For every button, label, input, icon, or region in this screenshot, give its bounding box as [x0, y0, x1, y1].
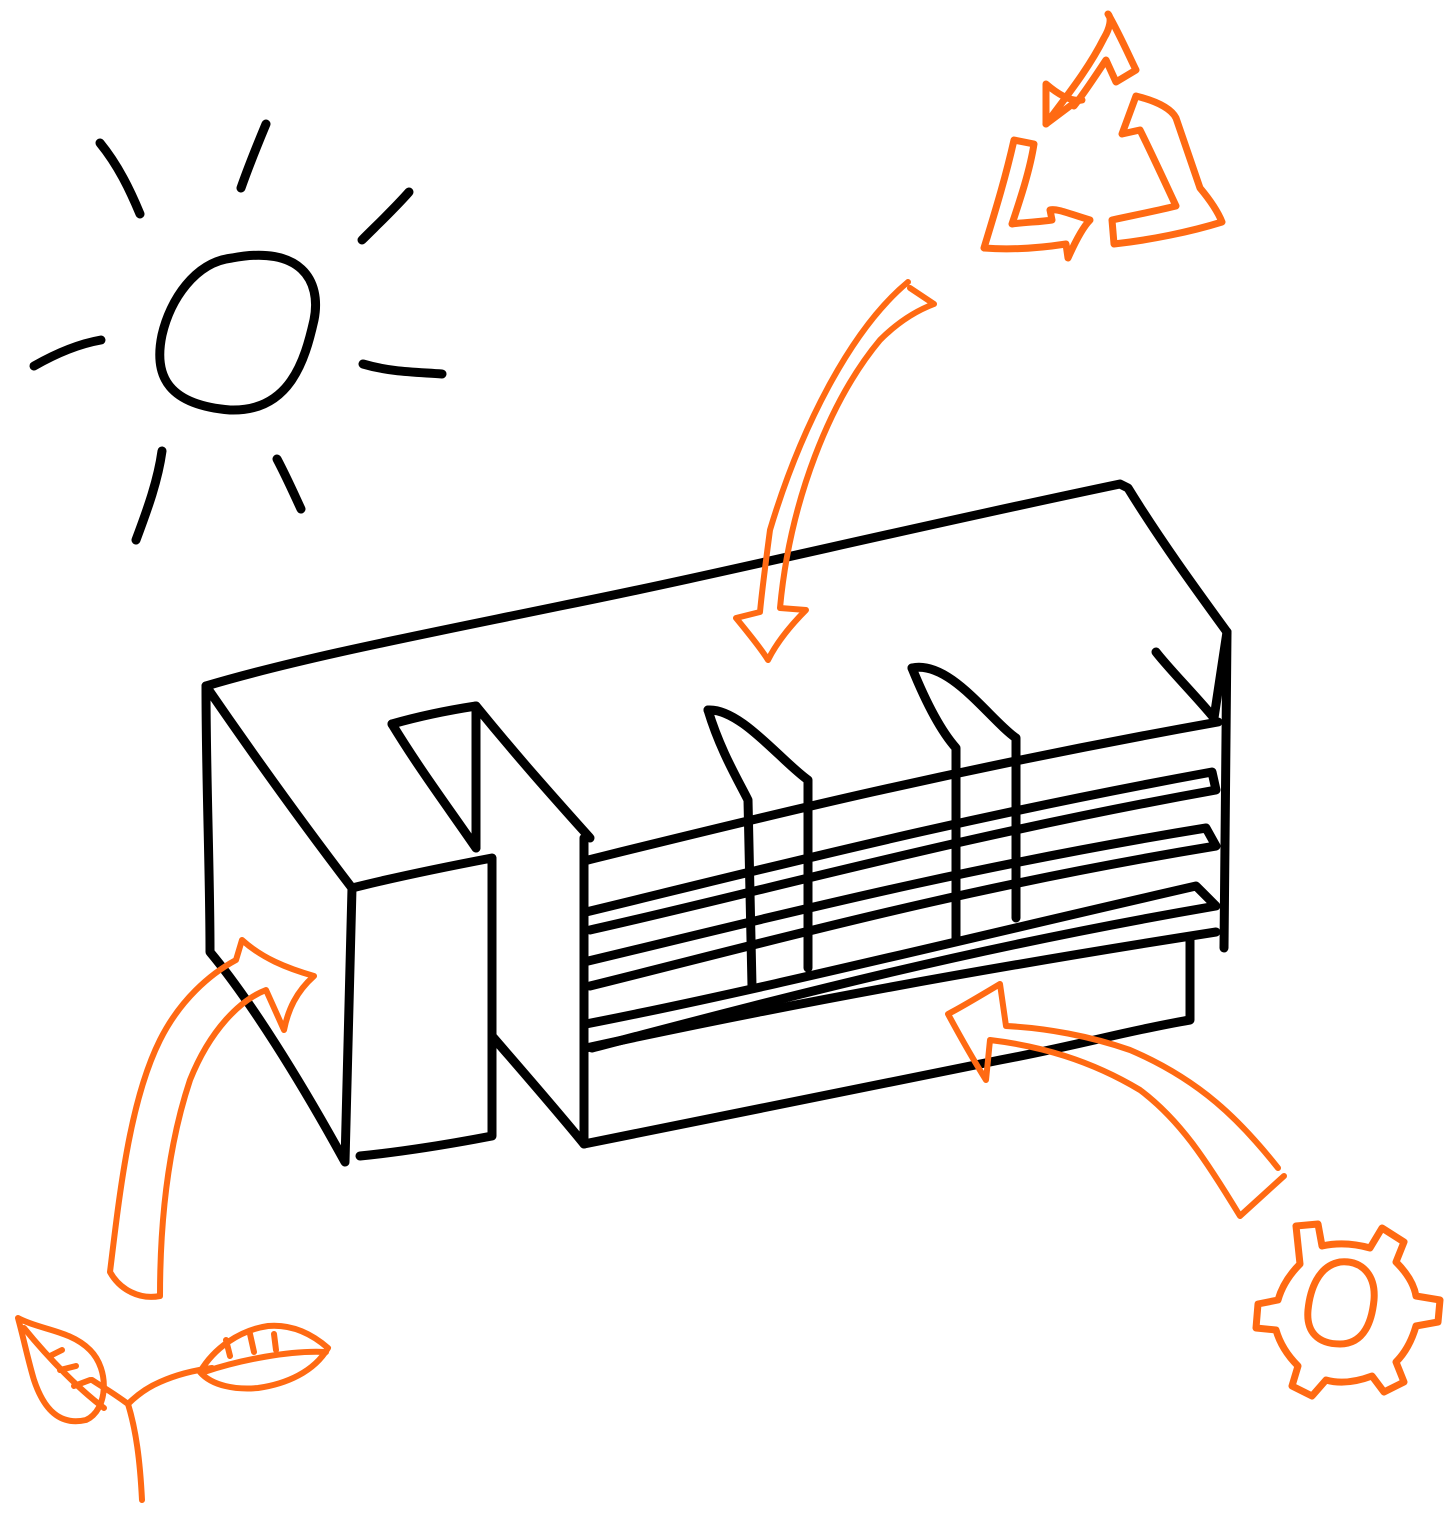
louvre — [581, 767, 1221, 935]
building-roof — [201, 479, 1232, 691]
louvre — [579, 823, 1221, 991]
building — [201, 479, 1232, 1167]
gear-icon — [1252, 1220, 1444, 1400]
arrow-gear-to-facade — [945, 981, 1287, 1219]
arrow-sprout-to-left-wing — [107, 937, 317, 1300]
louvre — [581, 881, 1221, 1053]
sprout-icon — [15, 1315, 331, 1503]
sun-icon — [29, 119, 447, 545]
fin — [703, 705, 757, 991]
fin — [907, 663, 961, 945]
building-left-wing — [201, 681, 357, 1167]
louvre — [583, 717, 1223, 865]
arrow-recycle-to-roof — [733, 279, 937, 663]
recycle-icon — [980, 10, 1226, 262]
